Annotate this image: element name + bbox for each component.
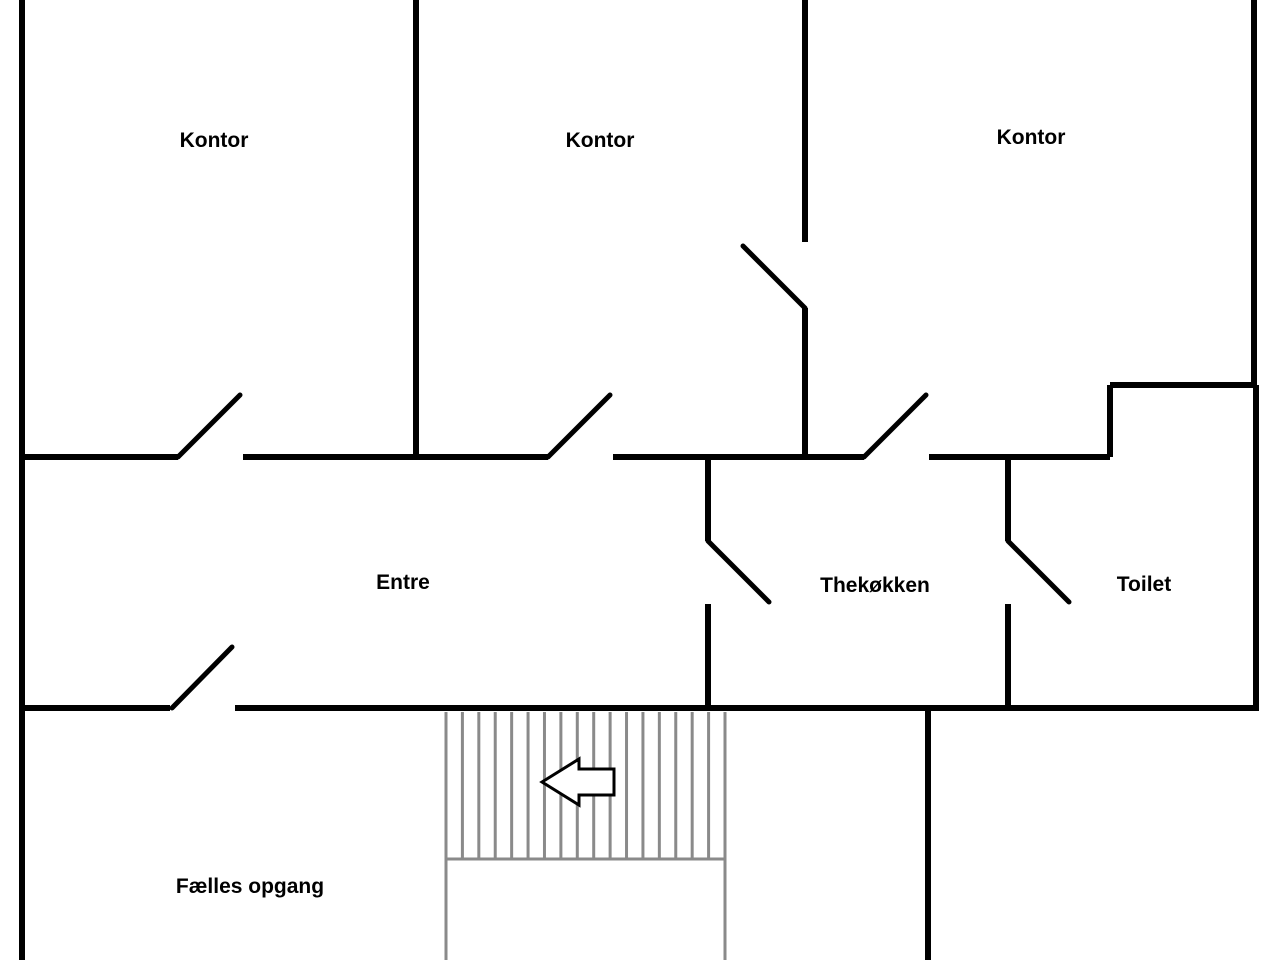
door-entrance <box>169 644 235 711</box>
walls <box>19 0 1259 960</box>
door-between-offices <box>740 243 808 311</box>
arrow-left-icon <box>539 756 616 808</box>
door-toilet <box>1005 538 1072 605</box>
room-label-common-stairwell: Fælles opgang <box>176 875 324 898</box>
room-label-kitchenette: Thekøkken <box>820 574 930 597</box>
room-label-entrance: Entre <box>376 571 430 594</box>
door-office-left <box>175 392 243 460</box>
room-labels: Kontor Kontor Kontor Entre Thekøkken Toi… <box>176 126 1171 898</box>
room-label-toilet: Toilet <box>1117 573 1171 596</box>
room-label-office-middle: Kontor <box>566 129 635 152</box>
room-label-office-right: Kontor <box>997 126 1066 149</box>
doors <box>169 243 1072 711</box>
room-label-office-left: Kontor <box>180 129 249 152</box>
door-office-middle <box>545 392 613 460</box>
door-office-right <box>861 392 929 460</box>
staircase <box>444 712 727 960</box>
door-kitchenette <box>705 538 772 605</box>
